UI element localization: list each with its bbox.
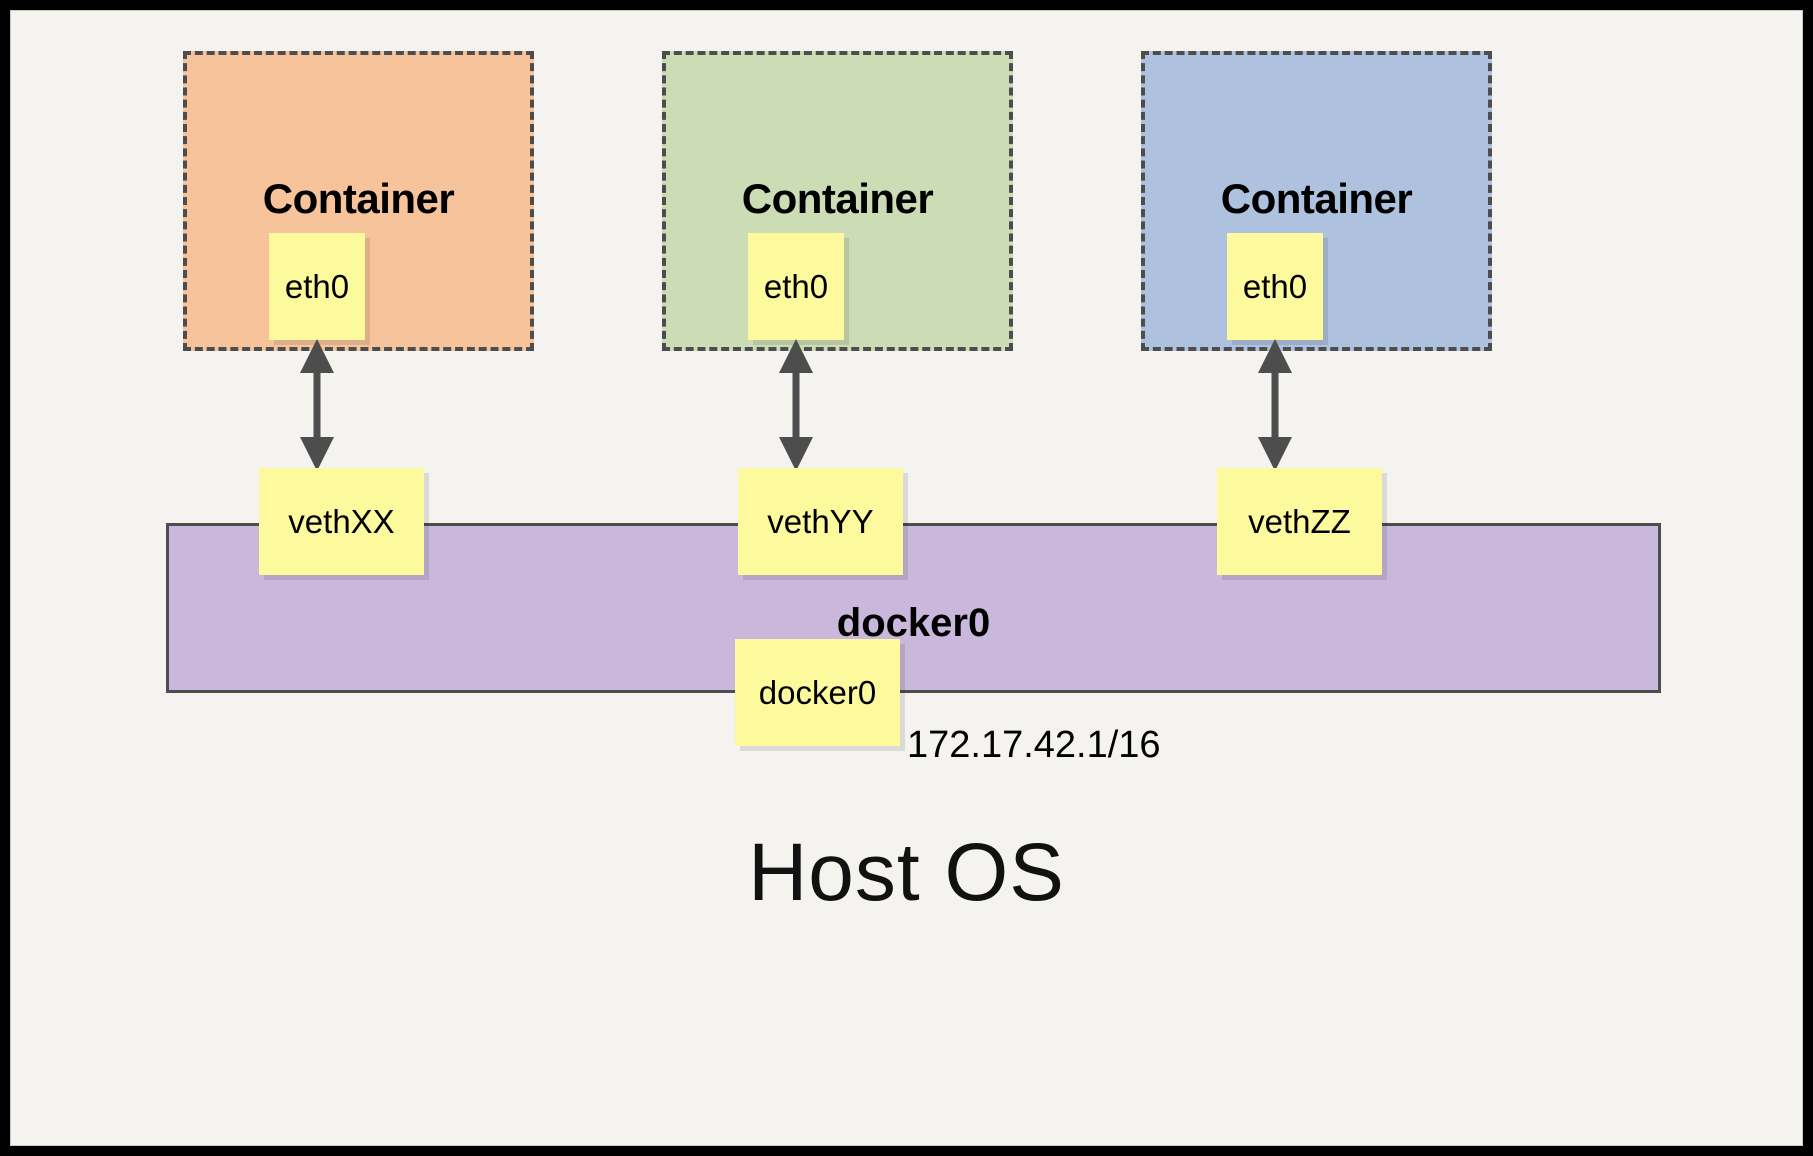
docker0-ip-label: 172.17.42.1/16 [907,724,1161,766]
eth0-box-2[interactable]: eth0 [748,233,844,340]
container-title-2: Container [741,175,934,222]
veth-box-1[interactable]: vethXX [259,468,424,575]
eth0-label-2: eth0 [763,268,829,305]
veth-box-2[interactable]: vethYY [738,468,903,575]
docker0-bridge-title: docker0 [836,601,991,645]
arrow-eth0-to-vethYY [779,339,813,471]
eth0-box-1[interactable]: eth0 [269,233,365,340]
veth-box-3[interactable]: vethZZ [1217,468,1382,575]
eth0-label-3: eth0 [1242,268,1308,305]
host-os-title: Host OS [748,827,1065,918]
eth0-box-3[interactable]: eth0 [1227,233,1323,340]
docker0-interface-box[interactable]: docker0 [735,639,900,746]
arrow-eth0-to-vethXX [300,339,334,471]
veth-label-2: vethYY [767,503,874,540]
veth-label-1: vethXX [288,503,395,540]
container-title-1: Container [262,175,455,222]
container-title-3: Container [1220,175,1413,222]
eth0-label-1: eth0 [284,268,350,305]
host-os-canvas: Container eth0 Container eth0 Container … [10,10,1803,1146]
docker0-interface-label: docker0 [758,674,877,711]
veth-label-3: vethZZ [1248,503,1351,540]
arrow-eth0-to-vethZZ [1258,339,1292,471]
